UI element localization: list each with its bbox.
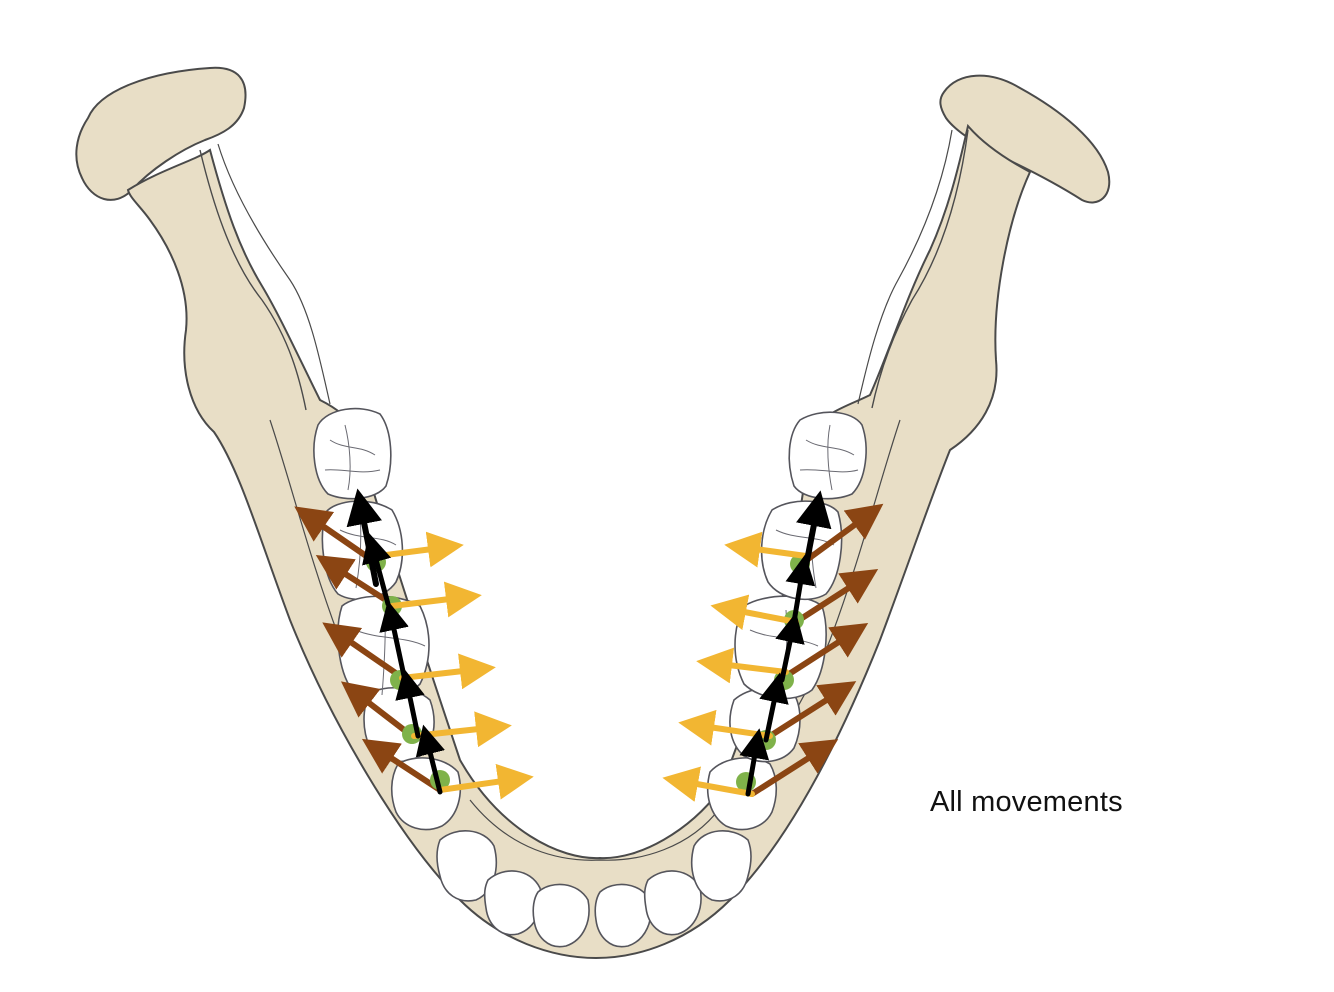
left-incisor-2 xyxy=(485,871,541,935)
mandible-bone xyxy=(76,68,1109,958)
right-canine xyxy=(692,831,751,901)
right-incisor-2 xyxy=(645,871,701,935)
mandible-body xyxy=(128,126,1030,958)
left-molar-3 xyxy=(314,409,391,499)
diagram-caption: All movements xyxy=(930,786,1123,819)
left-molar-1 xyxy=(338,596,429,698)
